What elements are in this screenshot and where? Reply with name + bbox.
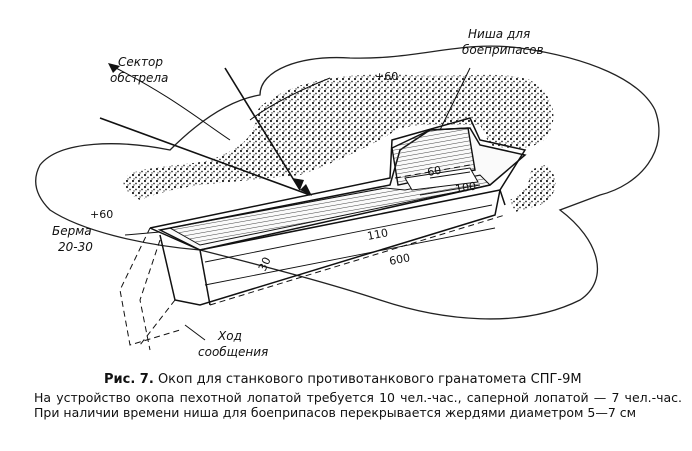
- berm-label-line1: Берма: [52, 224, 92, 238]
- dim-100: 100: [454, 180, 477, 196]
- niche-label-line2: боеприпасов: [462, 43, 544, 57]
- figure-title: Окоп для станкового противотанкового гра…: [157, 372, 582, 387]
- terrain-outline: [35, 45, 660, 320]
- sector-arc-arrow: [108, 63, 120, 73]
- leader-lines: [124, 67, 471, 341]
- parapet-right: [510, 165, 556, 212]
- figure-caption-title: Рис. 7. Окоп для станкового противотанко…: [104, 372, 664, 387]
- sector-arrowhead-2: [300, 184, 312, 196]
- parapet-left-label: +60: [90, 208, 113, 221]
- dimension-lines: [204, 171, 496, 286]
- hidden-lines: [119, 164, 506, 351]
- parapet-upper: [123, 74, 554, 200]
- berm-label-line2: 20-30: [58, 240, 93, 254]
- niche-label-line1: Ниша для: [468, 27, 530, 41]
- sector-arrowhead-1: [292, 178, 304, 190]
- trench-diagram: Сектор обстрела Ниша для боеприпасов +60…: [35, 27, 660, 359]
- passage-label-line2: сообщения: [198, 345, 268, 359]
- parapet-top-label: +60: [375, 70, 398, 83]
- passage-label-line1: Ход: [217, 329, 242, 343]
- figure-number: Рис. 7.: [104, 372, 154, 387]
- sector-label-line1: Сектор: [118, 55, 163, 69]
- dim-60: 60: [426, 164, 442, 179]
- figure-caption-body: На устройство окопа пехотной лопатой тре…: [34, 390, 682, 420]
- sector-label-line2: обстрела: [110, 71, 168, 85]
- sector-of-fire: [99, 64, 331, 196]
- dim-30: 30: [256, 255, 274, 273]
- dim-600: 600: [388, 251, 411, 268]
- trench-outline: [149, 117, 527, 306]
- trench-inner-wall: [168, 174, 492, 246]
- dim-110: 110: [366, 226, 389, 243]
